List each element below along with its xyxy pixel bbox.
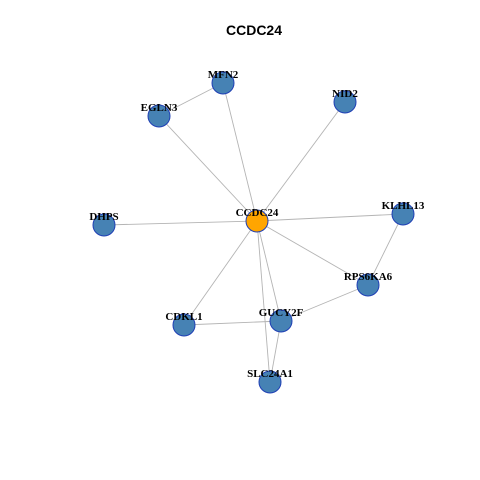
- node-rps6ka6: [356, 273, 380, 297]
- node-label-nid2: NID2: [332, 88, 358, 100]
- node-label-gucy2f: GUCY2F: [259, 307, 304, 319]
- nodes-layer: [92, 71, 415, 394]
- node-slc24a1: [258, 370, 282, 394]
- edge-ccdc24-rps6ka6: [256, 220, 369, 286]
- edges-layer: [103, 82, 404, 383]
- node-label-klhl13: KLHL13: [382, 200, 425, 212]
- edge-ccdc24-egln3: [158, 115, 258, 222]
- edge-ccdc24-klhl13: [256, 213, 404, 222]
- node-ccdc24: [245, 209, 269, 233]
- edge-ccdc24-slc24a1: [256, 220, 271, 383]
- node-label-mfn2: MFN2: [208, 69, 239, 81]
- node-label-rps6ka6: RPS6KA6: [344, 271, 393, 283]
- edge-cdkl1-gucy2f: [183, 320, 282, 326]
- edge-ccdc24-nid2: [256, 101, 346, 222]
- node-klhl13: [391, 202, 415, 226]
- edge-ccdc24-dhps: [103, 220, 258, 226]
- edge-ccdc24-cdkl1: [183, 220, 258, 326]
- node-gucy2f: [269, 309, 293, 333]
- node-cdkl1: [172, 313, 196, 337]
- node-dhps: [92, 213, 116, 237]
- edge-ccdc24-gucy2f: [256, 220, 282, 322]
- node-label-slc24a1: SLC24A1: [247, 368, 293, 380]
- node-label-dhps: DHPS: [89, 211, 118, 223]
- node-egln3: [147, 104, 171, 128]
- edge-rps6ka6-gucy2f: [280, 284, 369, 322]
- edge-mfn2-egln3: [158, 82, 224, 117]
- node-label-egln3: EGLN3: [141, 102, 178, 114]
- node-label-ccdc24: CCDC24: [236, 207, 279, 219]
- edge-klhl13-rps6ka6: [367, 213, 404, 286]
- node-nid2: [333, 90, 357, 114]
- diagram-title: CCDC24: [226, 22, 282, 38]
- node-label-cdkl1: CDKL1: [165, 311, 202, 323]
- edge-ccdc24-mfn2: [222, 82, 258, 222]
- node-mfn2: [211, 71, 235, 95]
